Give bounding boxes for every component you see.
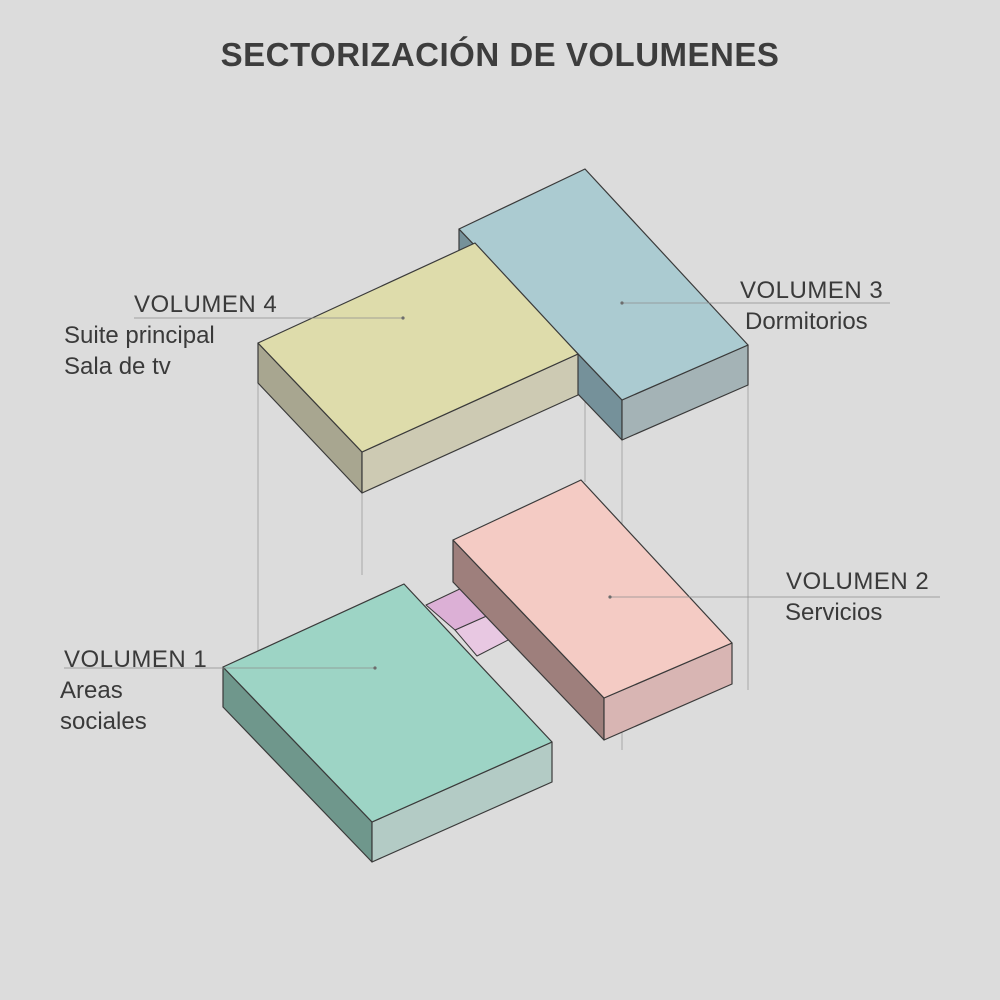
- anchor-dot: [401, 316, 405, 320]
- volume-2-name: VOLUMEN 2: [786, 568, 930, 595]
- volume-4-top: [257, 242, 579, 453]
- anchor-dot: [373, 666, 377, 670]
- volume-3-desc-1: Dormitorios: [745, 308, 868, 335]
- volume-4-label: VOLUMEN 4 Suite principal Sala de tv: [64, 289, 278, 382]
- diagram-title: SECTORIZACIÓN DE VOLUMENES: [220, 36, 780, 73]
- volume-4-desc-2: Sala de tv: [64, 353, 171, 380]
- volume-1-desc-2: sociales: [60, 708, 147, 735]
- volume-3-name: VOLUMEN 3: [740, 277, 884, 304]
- volume-2-top: [452, 479, 733, 699]
- leader-lines: [64, 302, 940, 669]
- volume-4-name: VOLUMEN 4: [134, 291, 278, 318]
- volume-1-name: VOLUMEN 1: [64, 646, 208, 673]
- volume-1-label: VOLUMEN 1 Areas sociales: [60, 644, 208, 737]
- volume-2-desc-1: Servicios: [785, 599, 883, 626]
- anchor-dot: [620, 301, 624, 305]
- volume-1-desc-1: Areas: [60, 677, 123, 704]
- volume-2-block: [452, 479, 733, 741]
- anchor-dot: [608, 595, 612, 599]
- volume-1-top: [222, 583, 553, 823]
- volume-4-block: [257, 242, 579, 494]
- volume-1-block: [222, 583, 553, 863]
- volume-4-desc-1: Suite principal: [64, 322, 215, 349]
- volume-3-label: VOLUMEN 3 Dormitorios: [740, 275, 883, 337]
- volume-2-label: VOLUMEN 2 Servicios: [785, 566, 930, 628]
